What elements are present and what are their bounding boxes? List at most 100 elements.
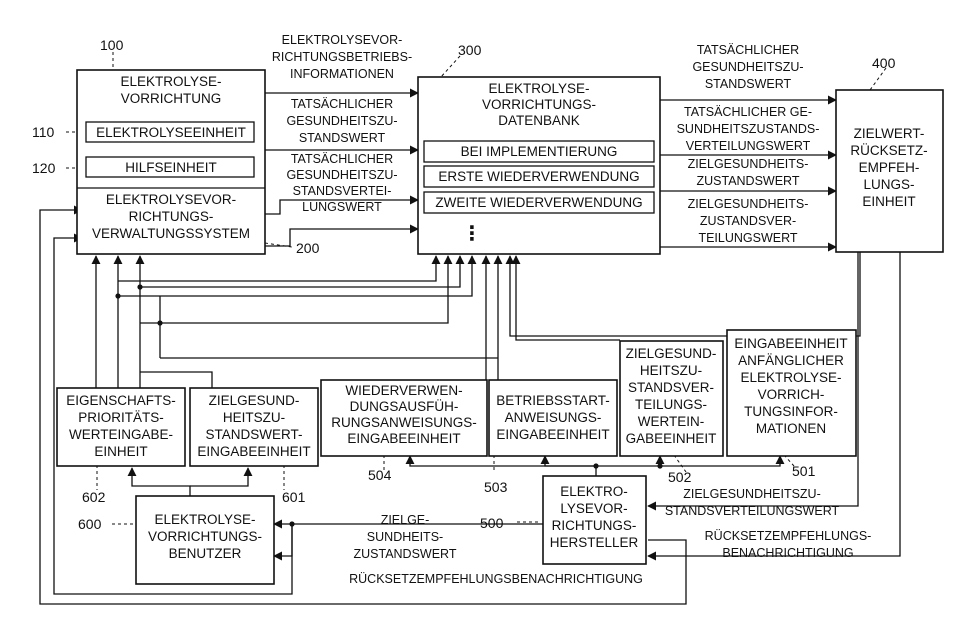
label-zgw-right: ZIELGESUNDHEITS- ZUSTANDSWERT [688,157,809,188]
text-line: ELEKTROLYSEVOR- [106,192,236,207]
arrow-502-300 [516,256,620,340]
text-line: ZUSTANDSWERT [696,174,799,188]
text-line: STANDSVER- [628,380,714,395]
text-line: TATSÄCHLICHER [697,43,799,57]
text-line: RÜCKSETZ- [850,143,927,158]
text-line: TATSÄCHLICHER [291,97,393,111]
text-line: WERTEINGABE- [69,427,173,442]
line-601 [140,372,212,388]
db-row-label-implementierung: BEI IMPLEMENTIERUNG [461,144,618,159]
text-line: VERTEILUNGSWERT [686,139,811,153]
text-line: WERTEIN- [638,414,705,429]
text-line: STANDSWERT [705,77,792,91]
text-line: LUNGS- [863,177,914,192]
text-line: LUNGSWERT [302,200,382,214]
text-line: VORRICH- [758,387,825,402]
ref-120: 120 [32,160,56,176]
text-line: ZIELGESUNDHEITSZU- [683,487,821,501]
text-line: ZIELGESUND- [209,393,300,408]
text-line: ELEKTROLYSE- [488,81,589,96]
ref-400: 400 [872,55,896,71]
text-line: RICHTUNGSBETRIEBS- [272,50,412,64]
box-503-label: BETRIEBSSTART-ANWEISUNGS-EINGABEEINHEIT [496,393,610,442]
ref-602: 602 [82,489,106,505]
ref-502: 502 [668,469,692,485]
label-tgvw-left: TATSÄCHLICHER GESUNDHEITSZU- STANDSVERTEI-… [286,152,397,214]
text-line: STANDSWERT [299,131,386,145]
text-line: TATSÄCHLICHER [291,152,393,166]
text-line: MATIONEN [756,421,826,436]
text-line: ZIELGE- [381,513,430,527]
junction-dot [657,463,662,468]
arrow-500-503 [545,456,596,466]
ref-300: 300 [458,42,482,58]
text-line: BENACHRICHTIGUNG [722,546,853,560]
box-110-label: ELEKTROLYSEEINHEIT [96,125,246,140]
text-line: STANDSWERT- [205,427,302,442]
box-120-label: HILFSEINHEIT [125,160,217,175]
text-line: EINHEIT [94,444,147,459]
text-line: WIEDERVERWEN- [345,383,462,398]
label-zgvw-bottom: ZIELGESUNDHEITSZU- STANDSVERTEILUNGSWERT [665,487,840,518]
arrow-bus-300b [118,256,436,281]
box-300-title: ELEKTROLYSE-VORRICHTUNGS-DATENBANK [482,81,596,128]
text-line: GESUNDHEITSZU- [286,168,397,182]
text-line: ANFÄNGLICHER [738,353,844,368]
text-line: GABEEINHEIT [626,431,717,446]
junction-dot [115,293,120,298]
arrow-from-200 [265,229,418,246]
text-line: TATSÄCHLICHER GE- [684,105,812,119]
text-line: EIGENSCHAFTS- [66,393,176,408]
text-line: GESUNDHEITSZU- [286,114,397,128]
text-line: TEILUNGSWERT [698,231,797,245]
text-line: RUNGSANWEISUNGS- [331,415,477,430]
text-line: TEILUNGS- [635,397,707,412]
text-line: GESUNDHEITSZU- [692,60,803,74]
text-line: EINGABEEINHEIT [496,427,609,442]
text-line: VERWALTUNGSSYSTEM [92,226,250,241]
ref-501: 501 [792,463,816,479]
text-line: EINGABEEINHEIT [197,444,310,459]
text-line: LYSEVOR- [560,501,627,516]
arrow-602-300 [118,256,472,296]
text-line: EMPFEH- [859,160,920,175]
db-row-label-zweite: ZWEITE WIEDERVERWENDUNG [435,195,642,210]
arrow-601-300 [140,256,448,323]
text-line: ZIELGESUNDHEITS- [688,157,809,171]
box-504-label: WIEDERVERWEN-DUNGSAUSFÜH-RUNGSANWEISUNGS… [331,383,477,446]
arrow-600-601 [190,468,248,486]
text-line: TUNGSINFOR- [744,404,838,419]
junction-dot [593,463,598,468]
text-line: ZIELGESUNDHEITS- [688,197,809,211]
text-line: ELEKTROLYSE- [740,370,841,385]
text-line: DATENBANK [498,113,580,128]
text-line: ELEKTROLYSE- [120,74,221,89]
label-tgvw-right: TATSÄCHLICHER GE-SUNDHEITSZUSTANDS-VERTE… [677,105,820,153]
label-ruecksetz-right: RÜCKSETZEMPFEHLUNGS-BENACHRICHTIGUNG [705,529,872,560]
text-line: RICHTUNGS- [552,518,637,533]
text-line: ZIELGESUND- [626,346,717,361]
text-line: EINGABEEINHEIT [347,431,460,446]
text-line: HEITSZU- [640,363,702,378]
label-tgw-right: TATSÄCHLICHER GESUNDHEITSZU- STANDSWERT [692,43,803,91]
text-line: ZUSTANDSWERT [353,547,456,561]
text-line: STANDSVERTEI- [293,184,392,198]
junction-dot [289,521,294,526]
label-zgvw-right: ZIELGESUNDHEITS-ZUSTANDSVER-TEILUNGSWERT [688,197,809,245]
db-more-ellipsis: ⋮ [462,223,482,245]
arrow-bus-300a [140,256,460,287]
leader-400 [870,68,886,90]
junction-dot [137,284,142,289]
label-betriebsinformationen: ELEKTROLYSEVOR-RICHTUNGSBETRIEBS-INFORMA… [272,33,412,81]
text-line: BENUTZER [169,546,242,561]
text-line: ANWEISUNGS- [505,410,602,425]
label-zgw-bottom: ZIELGE-SUNDHEITS-ZUSTANDSWERT [353,513,456,561]
text-line: VORRICHTUNG [121,91,222,106]
arrow-500-502 [596,456,660,466]
text-line: STANDSVERTEILUNGSWERT [665,504,840,518]
label-tgw-left: TATSÄCHLICHER GESUNDHEITSZU- STANDSWERT [286,97,397,145]
leader-300 [440,56,460,78]
db-row-label-erste: ERSTE WIEDERVERWENDUNG [438,169,639,184]
ref-500: 500 [480,515,504,531]
